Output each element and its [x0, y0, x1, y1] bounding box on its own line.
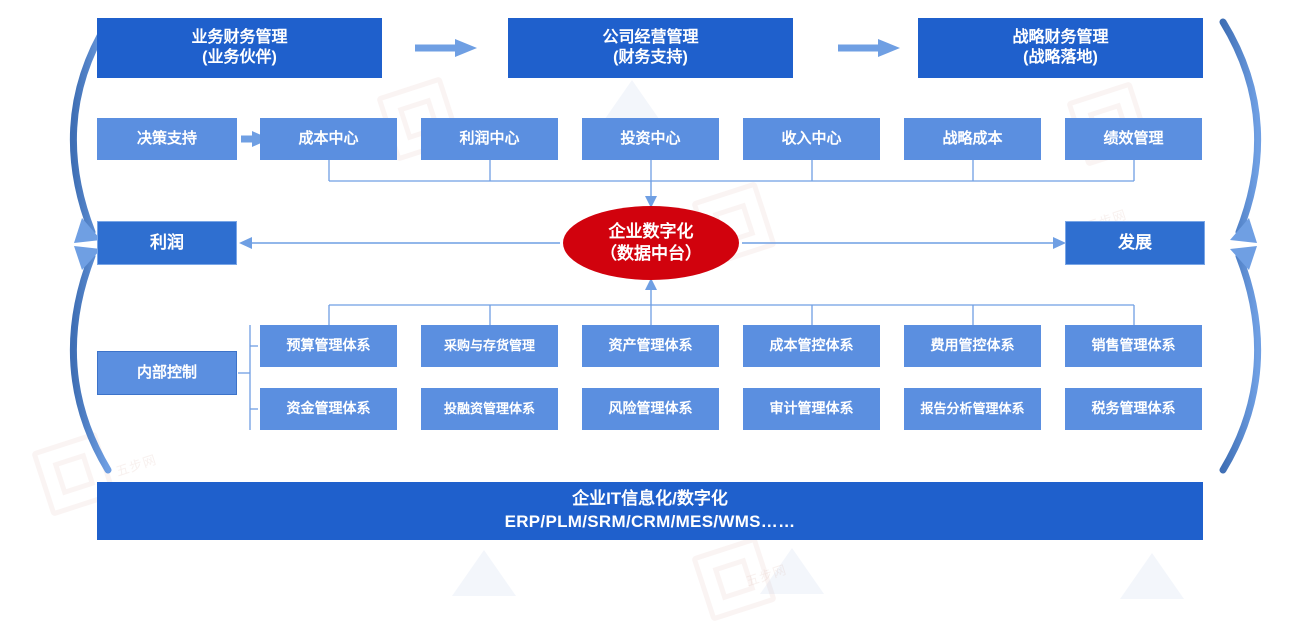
top-box-strategic-finance[interactable]: 战略财务管理 (战略落地) — [918, 18, 1203, 78]
top-box-line1: 业务财务管理 — [191, 29, 288, 46]
system-box-report-analysis[interactable]: 报告分析管理体系 — [904, 388, 1041, 430]
row2-box-strategic-cost[interactable]: 战略成本 — [904, 118, 1041, 160]
system-box-procurement-inventory[interactable]: 采购与存货管理 — [421, 325, 558, 367]
watermark-triangle — [452, 550, 516, 596]
watermark-text: 五步网 — [114, 451, 159, 480]
bottom-banner[interactable]: 企业IT信息化/数字化 ERP/PLM/SRM/CRM/MES/WMS…… — [97, 482, 1203, 540]
watermark-triangle — [760, 548, 824, 594]
right-arc-top — [1219, 18, 1262, 243]
watermark-text: 五步网 — [744, 561, 789, 590]
system-box-sales[interactable]: 销售管理体系 — [1065, 325, 1202, 367]
top-box-line1: 战略财务管理 — [1012, 29, 1109, 46]
core-box-development[interactable]: 发展 — [1065, 221, 1205, 265]
banner-line2: ERP/PLM/SRM/CRM/MES/WMS…… — [504, 512, 796, 531]
row2-box-performance-mgmt[interactable]: 绩效管理 — [1065, 118, 1202, 160]
system-box-funds[interactable]: 资金管理体系 — [260, 388, 397, 430]
diagram-canvas: 五步网 五步网 五步网 — [0, 0, 1300, 600]
row2-box-decision-support[interactable]: 决策支持 — [97, 118, 237, 160]
ellipse-to-profit-arrow — [239, 237, 560, 249]
ellipse-line1: 企业数字化 — [608, 221, 694, 241]
top-box-line1: 公司经营管理 — [602, 29, 699, 46]
system-box-audit[interactable]: 审计管理体系 — [743, 388, 880, 430]
system-box-investment-financing[interactable]: 投融资管理体系 — [421, 388, 558, 430]
upper-bus-arrow — [645, 181, 657, 208]
system-box-risk[interactable]: 风险管理体系 — [582, 388, 719, 430]
top-box-line2: (财务支持) — [613, 49, 688, 66]
row2-box-profit-center[interactable]: 利润中心 — [421, 118, 558, 160]
system-box-asset[interactable]: 资产管理体系 — [582, 325, 719, 367]
system-box-cost-control[interactable]: 成本管控体系 — [743, 325, 880, 367]
top-arrow-1 — [415, 39, 477, 57]
row2-box-investment-center[interactable]: 投资中心 — [582, 118, 719, 160]
system-box-tax[interactable]: 税务管理体系 — [1065, 388, 1202, 430]
right-arc-bottom — [1219, 246, 1262, 474]
internal-control-box[interactable]: 内部控制 — [97, 351, 237, 395]
system-box-expense-control[interactable]: 费用管控体系 — [904, 325, 1041, 367]
watermark-triangle — [1120, 553, 1184, 599]
top-arrow-2 — [838, 39, 900, 57]
core-ellipse-digitalization[interactable]: 企业数字化 （数据中台） — [563, 206, 739, 280]
watermark-mark — [691, 536, 777, 622]
top-box-business-finance[interactable]: 业务财务管理 (业务伙伴) — [97, 18, 382, 78]
banner-line1: 企业IT信息化/数字化 — [572, 489, 728, 509]
top-box-line2: (战略落地) — [1023, 49, 1098, 66]
upper-bus — [328, 160, 1135, 182]
top-box-company-operations[interactable]: 公司经营管理 (财务支持) — [508, 18, 793, 78]
ellipse-line2: （数据中台） — [600, 244, 702, 263]
top-box-line2: (业务伙伴) — [202, 49, 277, 66]
system-box-budget[interactable]: 预算管理体系 — [260, 325, 397, 367]
lower-bus — [328, 304, 1135, 325]
row2-box-revenue-center[interactable]: 收入中心 — [743, 118, 880, 160]
row2-box-cost-center[interactable]: 成本中心 — [260, 118, 397, 160]
lower-bus-arrow — [645, 278, 657, 305]
internal-control-bracket — [238, 325, 258, 430]
core-box-profit[interactable]: 利润 — [97, 221, 237, 265]
ellipse-to-development-arrow — [742, 237, 1066, 249]
